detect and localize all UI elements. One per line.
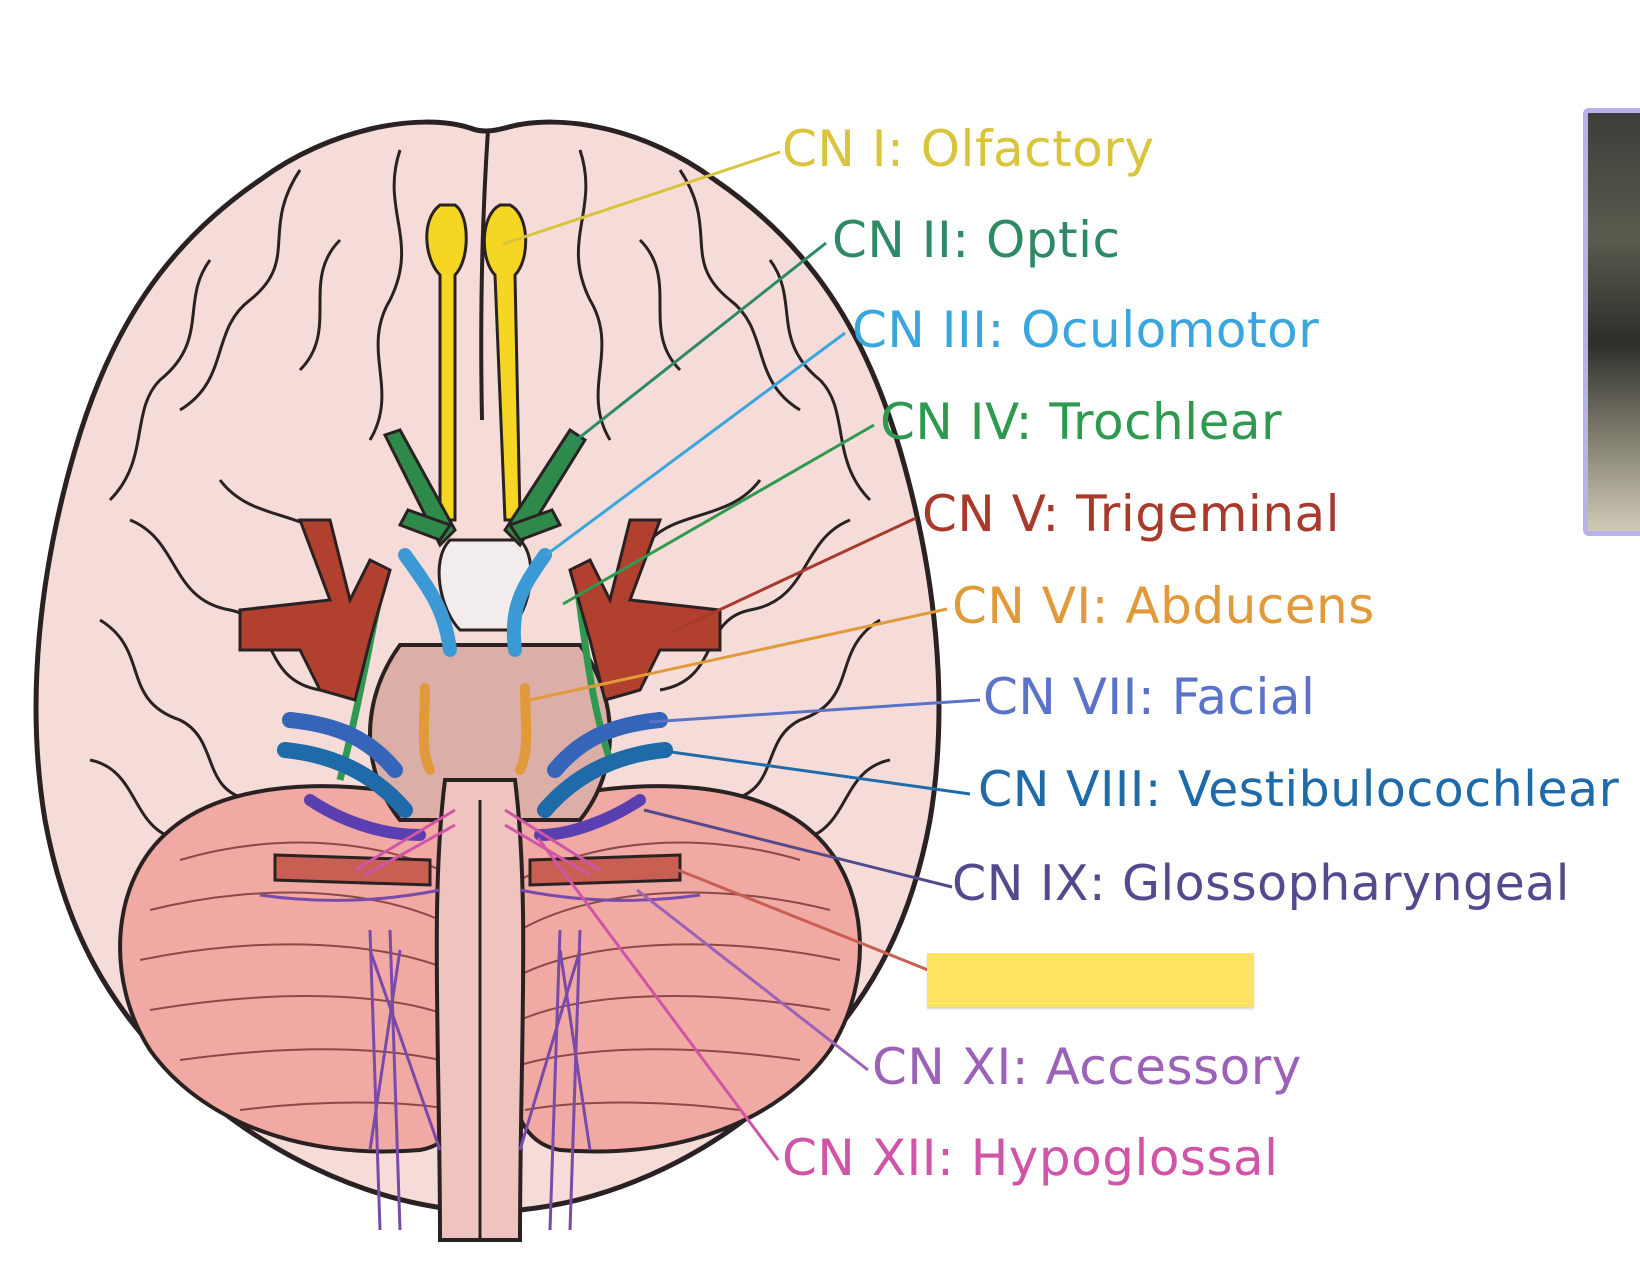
label-cn9-glossopharyngeal: CN IX: Glossopharyngeal (952, 855, 1570, 912)
leader-cn5 (671, 516, 917, 634)
facial-vestibulo-nerves (277, 712, 673, 818)
longitudinal-fissure (479, 129, 490, 421)
oculomotor-nerves (398, 548, 552, 657)
leader-cn11 (636, 888, 869, 1072)
label-cn3-oculomotor: CN III: Oculomotor (852, 301, 1320, 359)
leader-lines (502, 150, 981, 1161)
leader-cn3 (545, 331, 846, 557)
leader-cn10 (657, 860, 929, 972)
leader-cn1 (502, 150, 781, 246)
leader-cn7 (648, 698, 981, 724)
label-cn4-trochlear: CN IV: Trochlear (880, 393, 1283, 451)
label-cn12-hypoglossal: CN XII: Hypoglossal (782, 1129, 1279, 1187)
leader-cn6 (524, 607, 948, 703)
label-cn1-olfactory: CN I: Olfactory (782, 120, 1155, 178)
label-cn2-optic: CN II: Optic (832, 211, 1121, 269)
abducens-nerves (418, 683, 532, 775)
trigeminal-nerves (238, 518, 722, 702)
label-cn7-facial: CN VII: Facial (983, 668, 1316, 726)
label-cn8-vestibulocochlear: CN VIII: Vestibulocochlear (978, 761, 1620, 818)
leader-cn9 (643, 808, 953, 889)
leader-cn8 (656, 748, 971, 796)
label-cn5-trigeminal: CN V: Trigeminal (922, 485, 1341, 543)
leader-cn2 (564, 241, 827, 451)
leader-cn12 (536, 837, 780, 1161)
label-cn11-accessory: CN XI: Accessory (872, 1038, 1302, 1096)
optic-nerves (382, 427, 588, 548)
glossopharyngeal-nerves (304, 794, 646, 841)
presenter-video-thumbnail[interactable] (1583, 108, 1640, 536)
accessory-hypoglossal-nerves (259, 888, 701, 1231)
label-cn6-abducens: CN VI: Abducens (952, 577, 1375, 635)
hidden-label-highlight (927, 953, 1254, 1007)
leader-cn4 (562, 423, 875, 606)
